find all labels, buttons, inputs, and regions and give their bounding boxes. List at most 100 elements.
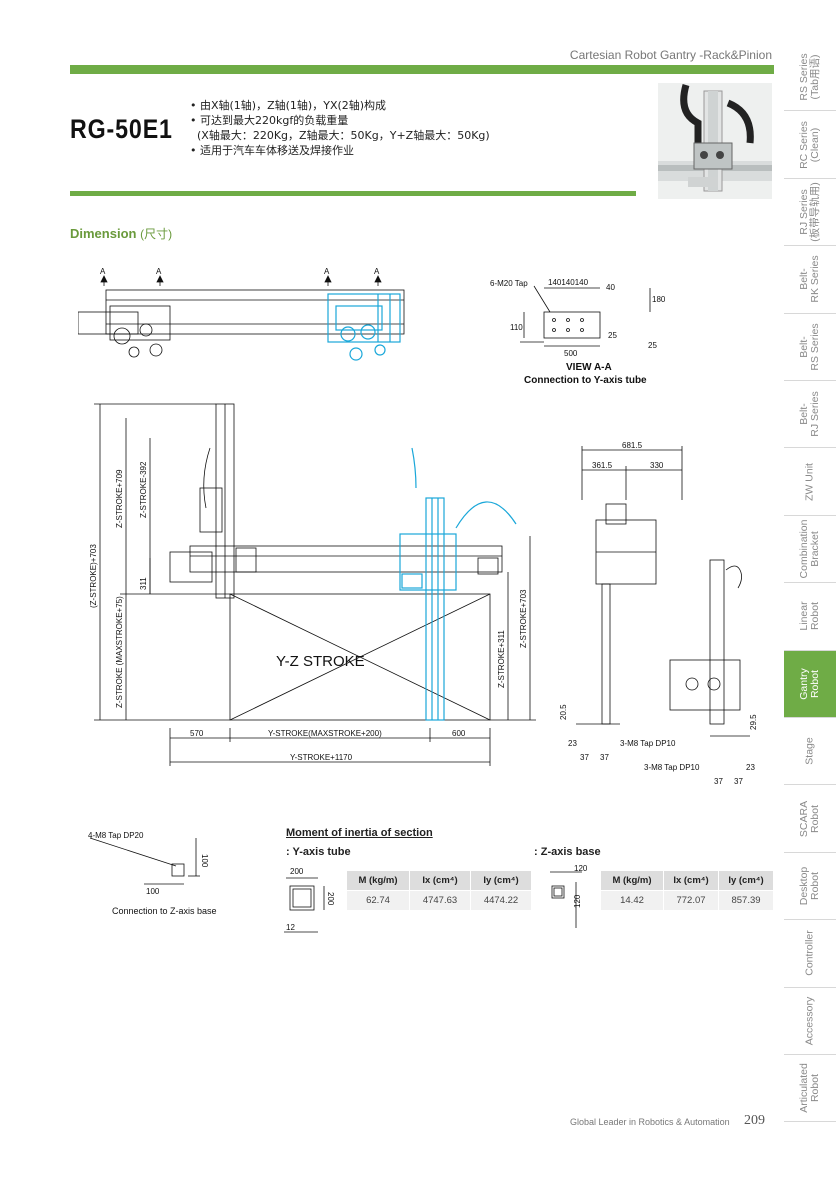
- product-photo: [658, 83, 772, 199]
- left-dim: Z-STROKE+709: [115, 469, 124, 528]
- tab-controller[interactable]: Controller: [784, 920, 836, 988]
- tab-label: ZW Unit: [803, 462, 816, 501]
- side-dim: 20.5: [560, 704, 568, 720]
- tab-stage[interactable]: Stage: [784, 718, 836, 786]
- tab-label-line: (Tab用语): [809, 54, 821, 100]
- side-dim: 361.5: [592, 461, 613, 470]
- header-title: Cartesian Robot Gantry -Rack&Pinion: [569, 48, 772, 62]
- left-dim: Z-STROKE (MAXSTROKE+75): [115, 596, 124, 708]
- tab-label-line: Stage: [803, 737, 816, 765]
- section-marker: A: [324, 267, 330, 276]
- cell: 4474.22: [470, 890, 532, 911]
- side-dim: 681.5: [622, 441, 643, 450]
- feature-item: • 适用于汽车车体移送及焊接作业: [190, 144, 354, 157]
- zbase-drawing: 4-M8 Tap DP20 100 100 Connection to Z-ax…: [88, 831, 217, 916]
- dim-aa: 140140140: [548, 278, 589, 287]
- zbase-dim: 100: [200, 854, 209, 868]
- col-header: Ix (cm⁴): [409, 870, 471, 891]
- tab-label-line: Robot: [809, 669, 821, 698]
- z-axis-table: M (kg/m) Ix (cm⁴) Iy (cm⁴) 14.42 772.07 …: [600, 870, 774, 911]
- zbase-caption: Connection to Z-axis base: [112, 906, 217, 916]
- tap-label: 3-M8 Tap DP10: [620, 739, 676, 748]
- tab-label-line: Robot: [809, 871, 821, 900]
- dim-aa: 500: [564, 349, 578, 358]
- dim-aa: 25: [648, 341, 657, 350]
- col-header: Ix (cm⁴): [663, 870, 719, 891]
- y-tube-section: 200 200 12: [284, 867, 335, 933]
- y-dim: 200: [290, 867, 304, 876]
- section-title: Dimension (尺寸): [70, 225, 172, 242]
- section-title-text: Dimension: [70, 226, 137, 241]
- table-row: 62.74 4747.63 4474.22: [346, 890, 532, 911]
- tab-label: Belt-RJ Series: [798, 391, 821, 437]
- dim-aa: 180: [652, 295, 666, 304]
- feature-list: • 由X轴(1轴)，Z轴(1轴)，YX(2轴)构成 • 可达到最大220kgf的…: [190, 98, 490, 158]
- bottom-dim: 600: [452, 729, 466, 738]
- section-marker: A: [100, 267, 106, 276]
- tab-label: Controller: [803, 930, 816, 977]
- view-aa-drawing: 6-M20 Tap 140140140 40 180 110 500 25 25…: [490, 278, 666, 386]
- col-header: M (kg/m): [346, 870, 410, 891]
- tab-label: Belt-RS Series: [798, 323, 821, 371]
- side-dim: 29.5: [749, 714, 758, 730]
- tab-label-line: RS Series: [809, 323, 821, 371]
- cell: 772.07: [663, 890, 719, 911]
- feature-item: • 可达到最大220kgf的负载重量: [190, 114, 349, 127]
- view-aa-caption: Connection to Y-axis tube: [524, 375, 647, 386]
- tab-belt-rk-series[interactable]: Belt-RK Series: [784, 246, 836, 314]
- page-number: 209: [744, 1113, 765, 1128]
- right-dim: Z-STROKE+311: [497, 630, 506, 688]
- tab-label: RS Series(Tab用语): [798, 54, 821, 101]
- z-dim: 120: [573, 894, 582, 908]
- cell: 4747.63: [409, 890, 471, 911]
- tap-label: 3-M8 Tap DP10: [644, 763, 700, 772]
- z-axis-title: : Z-axis base: [534, 846, 601, 858]
- cell: 857.39: [718, 890, 774, 911]
- tab-label-line: Robot: [809, 1074, 821, 1103]
- tab-belt-rj-series[interactable]: Belt-RJ Series: [784, 381, 836, 449]
- tap-label: 4-M8 Tap DP20: [88, 831, 144, 840]
- tab-label-line: Bracket: [809, 531, 821, 567]
- tab-label: RJ Series(板带导轨用): [798, 182, 821, 242]
- tab-rs-series-tab[interactable]: RS Series(Tab用语): [784, 44, 836, 112]
- y-axis-table: M (kg/m) Ix (cm⁴) Iy (cm⁴) 62.74 4747.63…: [346, 870, 532, 911]
- col-header: Iy (cm⁴): [470, 870, 532, 891]
- feature-item: • 由X轴(1轴)，Z轴(1轴)，YX(2轴)构成: [190, 99, 387, 112]
- z-dim: 120: [574, 864, 588, 873]
- stroke-label: Y-Z STROKE: [276, 653, 365, 670]
- col-header: M (kg/m): [600, 870, 664, 891]
- tab-label-line: ZW Unit: [803, 462, 816, 501]
- col-header: Iy (cm⁴): [718, 870, 774, 891]
- tab-accessory[interactable]: Accessory: [784, 988, 836, 1055]
- bottom-dim: Y-STROKE+1170: [290, 753, 353, 762]
- y-dim: 12: [286, 923, 295, 932]
- tab-zw-unit[interactable]: ZW Unit: [784, 448, 836, 516]
- y-axis-title: : Y-axis tube: [286, 846, 351, 858]
- tab-label-line: Controller: [803, 930, 816, 977]
- side-dim: 23: [746, 763, 755, 772]
- bottom-dim: 570: [190, 729, 204, 738]
- dim-aa: 40: [606, 283, 615, 292]
- section-marker: A: [156, 267, 162, 276]
- left-dim: 311: [139, 577, 148, 590]
- left-dim: Z-STROKE-392: [139, 461, 148, 518]
- feature-item: (X轴最大：220Kg，Z轴最大：50Kg，Y+Z轴最大：50Kg): [190, 129, 490, 142]
- front-view-drawing: Y-Z STROKE (Z-STROKE)+703 Z-STROKE+709 Z…: [89, 403, 536, 766]
- tab-rj-series[interactable]: RJ Series(板带导轨用): [784, 179, 836, 247]
- side-dim: 37: [600, 753, 609, 762]
- dim-aa: 110: [510, 323, 523, 332]
- tab-rc-series-clean[interactable]: RC Series(Clean): [784, 111, 836, 179]
- side-dim: 37: [714, 777, 723, 786]
- tab-belt-rs-series[interactable]: Belt-RS Series: [784, 314, 836, 381]
- tab-label-line: (板带导轨用): [809, 182, 821, 242]
